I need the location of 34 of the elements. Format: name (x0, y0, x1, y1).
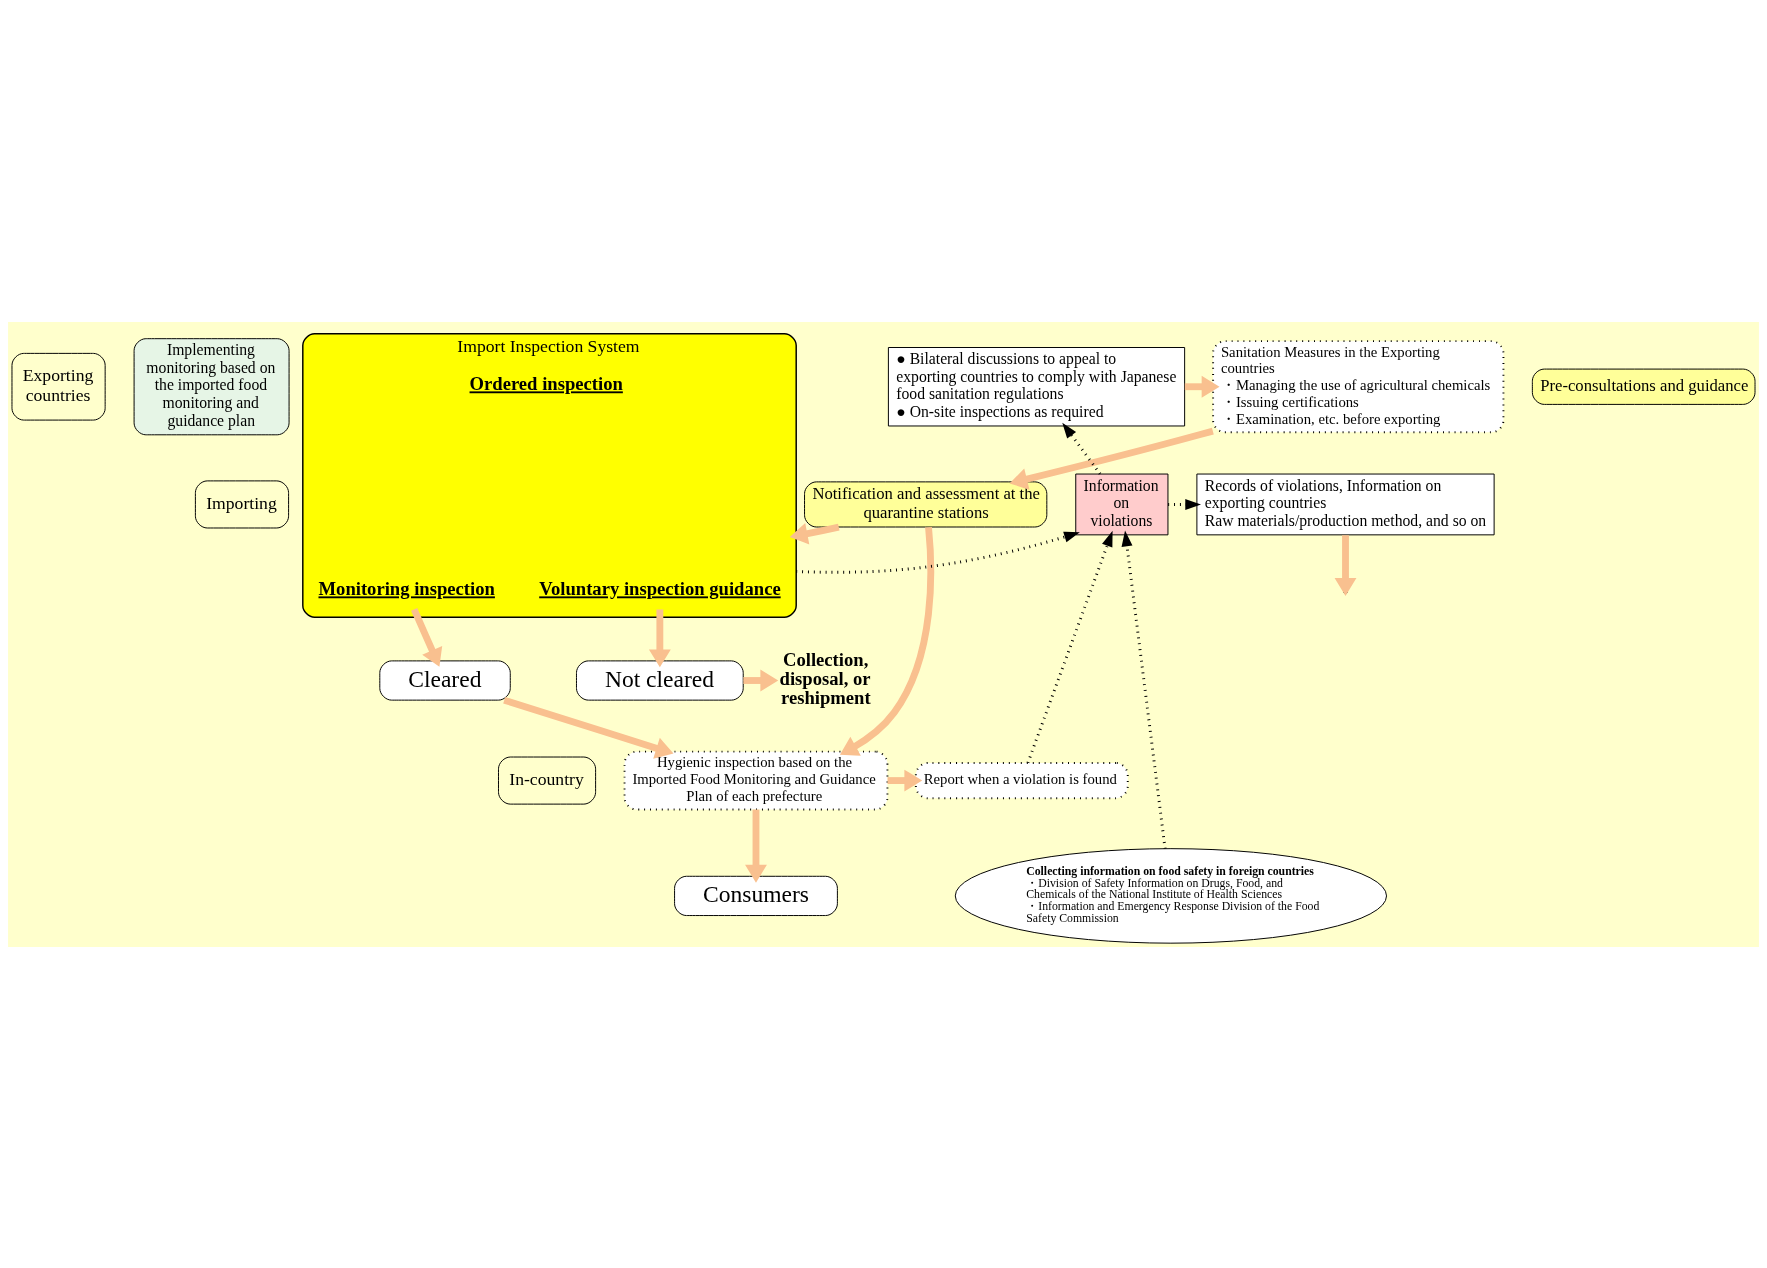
arrow (1168, 498, 1201, 510)
arrow (648, 608, 671, 667)
node-box: Pre-consultations and guidance (1531, 368, 1756, 405)
node-box: Report when a violation is found (914, 761, 1129, 799)
node-box: Notification and assessment at the quarantine stations (804, 480, 1048, 527)
arrow (1026, 530, 1113, 763)
node-text: Monitoring inspection (318, 577, 495, 599)
node-box: ● Bilateral discussions to appeal to exporting countries to comply with Japanese food sanitation regulations ● On-site inspections as required (887, 346, 1186, 426)
node-box: Not cleared (576, 659, 744, 701)
node-box: Records of violations, Information on exporting countries Raw materials/production method, and so on (1196, 473, 1495, 535)
node-box: Cleared (379, 659, 511, 701)
node-box: In-country (498, 756, 597, 805)
node-box: Sanitation Measures in the Exporting countries ・Managing the use of agricultural chemicals ・Issuing certifications ・Examination, etc. before exporting (1212, 339, 1505, 433)
arrow (1062, 422, 1102, 475)
node-box: Information on violations (1075, 473, 1169, 535)
arrow (839, 526, 935, 756)
arrow (1184, 375, 1220, 398)
node-box: Implementing monitoring based on the imported food monitoring and guidance plan (133, 337, 290, 435)
arrow (503, 696, 674, 759)
node-ellipse: Collecting information on food safety in foreign countries ・Division of Safety Information on Drugs, Food, and Chemicals of the National Institute of Health Sciences ・Information and Emergency Response Division of the Food Safety Commission (954, 847, 1387, 944)
arrow (789, 522, 840, 544)
node-box: Importing (194, 479, 290, 528)
arrow (1009, 427, 1214, 490)
node-box: Exporting countries (11, 352, 106, 421)
arrow (745, 809, 767, 883)
node-text: Voluntary inspection guidance (539, 577, 781, 599)
node-box: Hygienic inspection based on the Imported Food Monitoring and Guidance Plan of each prefecture (623, 750, 889, 810)
node-text: Ordered inspection (469, 372, 623, 394)
arrow (743, 669, 779, 691)
node-text: Collection, disposal, or reshipment (779, 648, 871, 708)
arrow (796, 531, 1080, 574)
node-box: Consumers (674, 875, 838, 916)
arrow (887, 769, 923, 791)
arrow (1121, 530, 1167, 849)
